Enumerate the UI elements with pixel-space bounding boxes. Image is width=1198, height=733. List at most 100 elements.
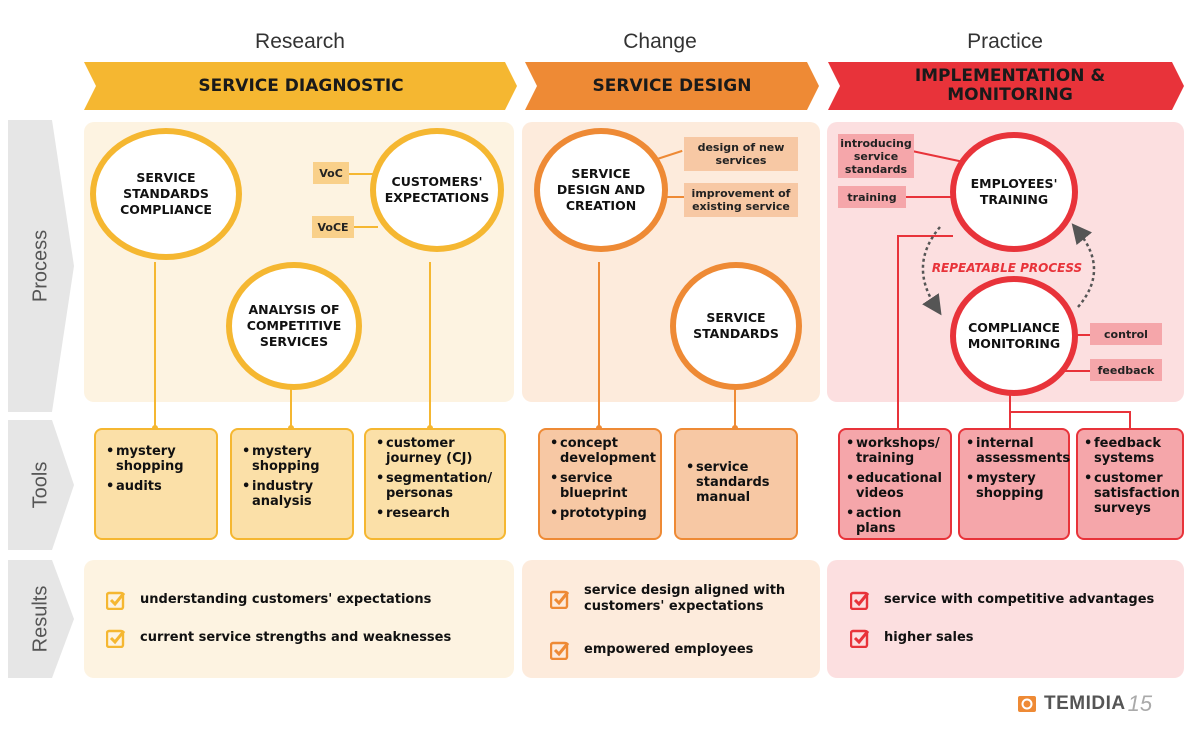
tag-control: control — [1090, 323, 1162, 345]
circle-compliance-monitoring: COMPLIANCE MONITORING — [950, 276, 1078, 396]
banner-service-diagnostic: SERVICE DIAGNOSTIC — [198, 75, 404, 96]
tool-item: customer journey (CJ) — [376, 436, 498, 466]
banner-shapes — [84, 62, 1184, 110]
result-text: service design aligned with customers' e… — [584, 583, 786, 614]
row-chevron-process — [8, 120, 74, 412]
tag-training: training — [838, 186, 906, 208]
logo-mark-icon — [1018, 696, 1036, 712]
result-text: current service strengths and weaknesses — [140, 630, 452, 645]
tool-item: concept development — [550, 436, 656, 466]
connector-line — [897, 235, 953, 237]
tool-item: audits — [106, 479, 210, 494]
circle-customers-expectations: CUSTOMERS' EXPECTATIONS — [370, 128, 504, 252]
connector-line — [1009, 390, 1011, 430]
tool-item: workshops/ training — [846, 436, 944, 466]
connector-line — [734, 382, 736, 430]
tag-voc: VoC — [313, 162, 349, 184]
temidia-logo: TEMIDIA 15 — [1018, 691, 1188, 716]
connector-line — [1068, 334, 1090, 336]
banner-service-design: SERVICE DESIGN — [592, 75, 752, 96]
tool-item: action plans — [846, 506, 944, 536]
connector-line — [897, 235, 899, 430]
column-heading-research: Research — [255, 30, 345, 53]
row-label-results: Results — [8, 560, 74, 678]
result-item: current service strengths and weaknesses — [106, 628, 506, 648]
circle-employees-training: EMPLOYEES' TRAINING — [950, 132, 1078, 252]
connector-line — [1060, 370, 1090, 372]
checkbox-check-icon — [850, 591, 870, 610]
tool-item: service standards manual — [686, 460, 790, 505]
tools-box-7: internal assessments mystery shopping — [958, 428, 1070, 540]
tool-item: educational videos — [846, 471, 944, 501]
tool-item: segmentation/ personas — [376, 471, 498, 501]
tag-improvement-existing: improvement of existing service — [684, 183, 798, 217]
result-item: empowered employees — [550, 640, 810, 660]
tools-box-8: feedback systems customer satisfaction s… — [1076, 428, 1184, 540]
circle-competitive-services: ANALYSIS OF COMPETITIVE SERVICES — [226, 262, 362, 390]
row-label-process-text: Process — [29, 229, 52, 303]
circle-service-design-creation: SERVICE DESIGN AND CREATION — [534, 128, 668, 252]
checkbox-check-icon — [850, 629, 870, 648]
connector-line — [1129, 411, 1131, 430]
circle-service-standards-compliance: SERVICE STANDARDS COMPLIANCE — [90, 128, 242, 260]
result-text: higher sales — [884, 630, 974, 645]
tools-box-3: customer journey (CJ) segmentation/ pers… — [364, 428, 506, 540]
result-item: service with competitive advantages — [850, 590, 1180, 610]
tools-box-1: mystery shopping audits — [94, 428, 218, 540]
connector-line — [154, 262, 156, 430]
tools-box-4: concept development service blueprint pr… — [538, 428, 662, 540]
tool-item: mystery shopping — [966, 471, 1062, 501]
row-label-results-text: Results — [29, 585, 52, 653]
logo-years: 15 — [1127, 691, 1153, 716]
connector-line — [1009, 411, 1131, 413]
banner-implementation: IMPLEMENTATION & MONITORING — [914, 66, 1106, 105]
result-text: service with competitive advantages — [884, 592, 1155, 607]
tools-box-2: mystery shopping industry analysis — [230, 428, 354, 540]
row-label-process: Process — [8, 120, 74, 412]
row-label-tools: Tools — [8, 420, 74, 550]
row-chevron-tools — [8, 420, 74, 550]
tag-feedback: feedback — [1090, 359, 1162, 381]
connector-line — [429, 262, 431, 430]
checkbox-check-icon — [550, 641, 570, 660]
tool-item: prototyping — [550, 506, 654, 521]
connector-line — [348, 173, 378, 175]
tool-item: customer satisfaction surveys — [1084, 471, 1180, 516]
tool-item: internal assessments — [966, 436, 1070, 466]
column-heading-practice: Practice — [967, 30, 1043, 53]
results-panel-change — [522, 560, 820, 678]
tool-item: industry analysis — [242, 479, 346, 509]
connector-line — [904, 196, 952, 198]
connector-line — [352, 226, 378, 228]
tool-item: mystery shopping — [106, 444, 210, 474]
connector-line — [660, 196, 684, 198]
results-panel-research — [84, 560, 514, 678]
checkbox-check-icon — [106, 629, 126, 648]
row-label-tools-text: Tools — [29, 461, 52, 509]
tool-item: mystery shopping — [242, 444, 346, 474]
checkbox-check-icon — [106, 591, 126, 610]
tools-box-5: service standards manual — [674, 428, 798, 540]
result-item: service design aligned with customers' e… — [550, 583, 810, 615]
result-item: higher sales — [850, 628, 1180, 648]
connector-line — [290, 382, 292, 430]
row-chevron-results — [8, 560, 74, 678]
tools-box-6: workshops/ training educational videos a… — [838, 428, 952, 540]
checkbox-check-icon — [550, 590, 570, 609]
connector-line — [598, 262, 600, 430]
result-text: empowered employees — [584, 642, 754, 657]
result-item: understanding customers' expectations — [106, 590, 506, 610]
result-text: understanding customers' expectations — [140, 592, 432, 607]
tag-voce: VoCE — [312, 216, 354, 238]
tag-introducing-standards: introducing service standards — [838, 134, 914, 178]
repeatable-process-label: REPEATABLE PROCESS — [931, 261, 1083, 275]
tool-item: service blueprint — [550, 471, 654, 501]
column-heading-change: Change — [623, 30, 697, 53]
logo-name: TEMIDIA — [1044, 693, 1126, 714]
tool-item: research — [376, 506, 498, 521]
circle-service-standards: SERVICE STANDARDS — [670, 262, 802, 390]
tag-design-new-services: design of new services — [684, 137, 798, 171]
results-panel-practice — [827, 560, 1184, 678]
repeatable-process-arrows — [921, 223, 1096, 316]
tool-item: feedback systems — [1084, 436, 1176, 466]
